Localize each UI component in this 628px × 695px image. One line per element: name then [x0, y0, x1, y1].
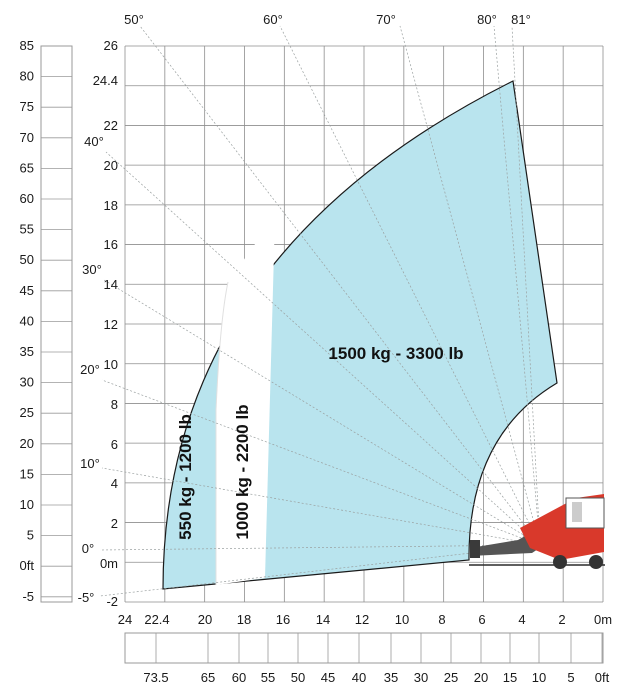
ft-reach-scale-box [124, 632, 604, 664]
height-m-label: 20 [104, 158, 118, 173]
ft-scale-box [40, 45, 73, 603]
reach-m-label: 24 [118, 612, 132, 627]
height-m-label: 2 [111, 516, 118, 531]
angle-ray [399, 25, 541, 546]
angle-label: 50° [124, 12, 144, 27]
height-m-label: 16 [104, 237, 118, 252]
reach-ft-label: 55 [261, 670, 275, 685]
reach-ft-label: 30 [414, 670, 428, 685]
ft-height-label: 25 [20, 405, 34, 420]
angle-ray [493, 25, 541, 546]
ft-height-label: 10 [20, 497, 34, 512]
angle-label: 60° [263, 12, 283, 27]
height-m-label: 10 [104, 357, 118, 372]
angle-ray [103, 279, 541, 546]
reach-ft-label: 0ft [595, 670, 610, 685]
reach-ft-label: 15 [503, 670, 517, 685]
reach-m-label: 20 [198, 612, 212, 627]
zone-1500-label: 1500 kg - 3300 lb [328, 344, 463, 363]
reach-m-label: 22.4 [144, 612, 169, 627]
telehandler-machine [470, 494, 605, 569]
ft-height-label: 85 [20, 38, 34, 53]
height-m-label: 8 [111, 397, 118, 412]
reach-ft-label: 60 [232, 670, 246, 685]
reach-ft-label: 25 [444, 670, 458, 685]
angle-label: 80° [477, 12, 497, 27]
ft-height-label: 0ft [20, 558, 35, 573]
angle-label: 20° [80, 362, 100, 377]
ft-height-label: 20 [20, 436, 34, 451]
ft-height-label: 55 [20, 222, 34, 237]
reach-ft-label: 10 [532, 670, 546, 685]
angle-label: 70° [376, 12, 396, 27]
height-m-label: 18 [104, 198, 118, 213]
ft-height-label: 40 [20, 313, 34, 328]
reach-m-label: 10 [395, 612, 409, 627]
zone-boundary-line [215, 281, 229, 585]
angle-label: 0° [82, 541, 94, 556]
ft-height-label: 70 [20, 130, 34, 145]
angle-ray [511, 25, 541, 546]
ft-height-label: 60 [20, 191, 34, 206]
height-m-label: -2 [106, 594, 118, 609]
height-m-label: 12 [104, 317, 118, 332]
angle-ray [279, 25, 541, 546]
reach-ft-label: 45 [321, 670, 335, 685]
angle-ray [99, 544, 541, 597]
reach-ft-label: 40 [352, 670, 366, 685]
reach-m-label: 14 [316, 612, 330, 627]
reach-ft-label: 65 [201, 670, 215, 685]
angle-label: 30° [82, 262, 102, 277]
ft-height-label: 5 [27, 528, 34, 543]
ft-height-label: 45 [20, 283, 34, 298]
ft-height-label: 15 [20, 466, 34, 481]
ft-height-label: 75 [20, 99, 34, 114]
ft-height-label: 65 [20, 160, 34, 175]
height-m-label: 24.4 [93, 73, 118, 88]
reach-m-label: 0m [594, 612, 612, 627]
zone-1000-label: 1000 kg - 2200 lb [233, 404, 252, 539]
ft-height-label: -5 [22, 589, 34, 604]
ft-height-label: 30 [20, 375, 34, 390]
reach-m-label: 18 [237, 612, 251, 627]
angle-label: 40° [84, 134, 104, 149]
reach-m-label: 6 [478, 612, 485, 627]
angle-ray [105, 151, 541, 546]
zone-1000-band [216, 216, 275, 585]
ft-height-label: 50 [20, 252, 34, 267]
reach-ft-label: 5 [567, 670, 574, 685]
height-m-label: 0m [100, 556, 118, 571]
ft-height-label: 35 [20, 344, 34, 359]
reach-m-label: 4 [518, 612, 525, 627]
height-m-label: 22 [104, 118, 118, 133]
reach-ft-label: 73.5 [143, 670, 168, 685]
angle-label: 81° [511, 12, 531, 27]
height-m-label: 14 [104, 277, 118, 292]
angle-ray [99, 544, 541, 551]
height-m-label: 4 [111, 476, 118, 491]
ft-height-label: 80 [20, 69, 34, 84]
reach-ft-label: 35 [384, 670, 398, 685]
angle-label: 10° [80, 456, 100, 471]
height-m-label: 26 [104, 38, 118, 53]
height-m-label: 6 [111, 437, 118, 452]
reach-m-label: 2 [558, 612, 565, 627]
zone-550-label: 550 kg - 1200 lb [176, 414, 195, 540]
angle-label: -5° [78, 590, 95, 605]
angle-rays [99, 25, 541, 597]
reach-ft-label: 50 [291, 670, 305, 685]
reach-m-label: 16 [276, 612, 290, 627]
reach-m-label: 8 [438, 612, 445, 627]
reach-m-label: 12 [355, 612, 369, 627]
reach-ft-label: 20 [474, 670, 488, 685]
angle-ray [139, 25, 541, 546]
